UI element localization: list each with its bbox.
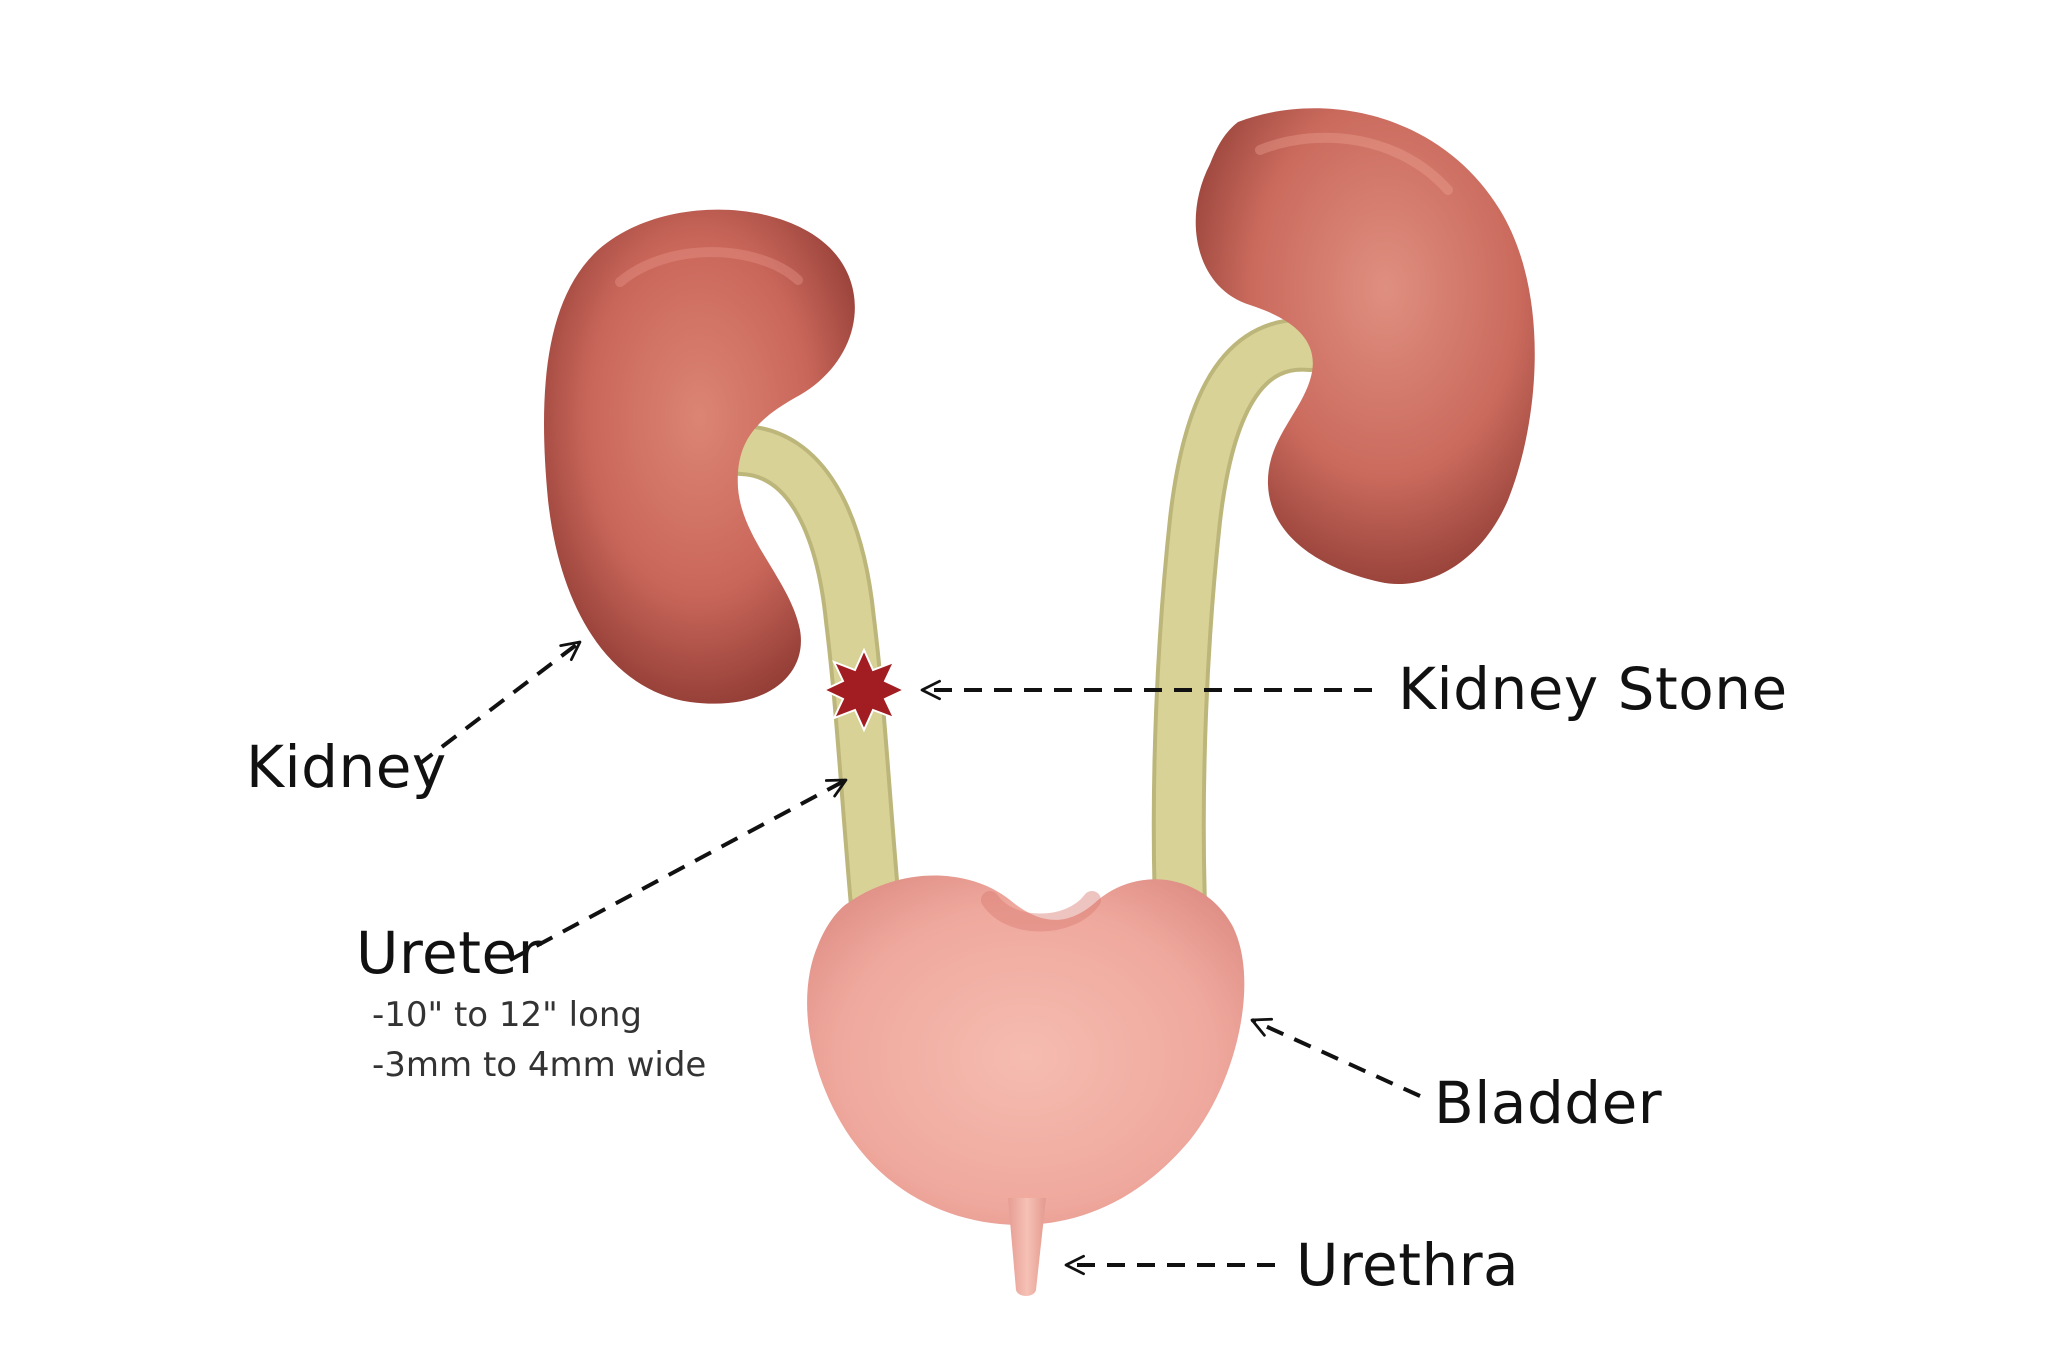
urethra-label: Urethra: [1296, 1231, 1520, 1299]
ureter-length-text: -10" to 12" long: [372, 995, 643, 1035]
ureter-width-text: -3mm to 4mm wide: [372, 1045, 707, 1085]
kidney-stone-label: Kidney Stone: [1398, 655, 1788, 723]
ureter-leader-line: [509, 778, 848, 962]
ureter-left: [716, 424, 901, 931]
ureter-label: Ureter: [356, 919, 542, 987]
kidney-stone-icon: [821, 647, 907, 733]
ureter-right: [1151, 317, 1337, 932]
bladder-leader-line: [1250, 1017, 1421, 1098]
kidney-left: [544, 209, 855, 704]
kidney-leader-line: [416, 640, 582, 767]
bladder-shape: [807, 875, 1245, 1225]
kidney-label: Kidney: [246, 733, 447, 801]
kidney-right: [1195, 108, 1535, 585]
urethra-shape: [1008, 1198, 1046, 1296]
bladder-label: Bladder: [1434, 1069, 1663, 1137]
